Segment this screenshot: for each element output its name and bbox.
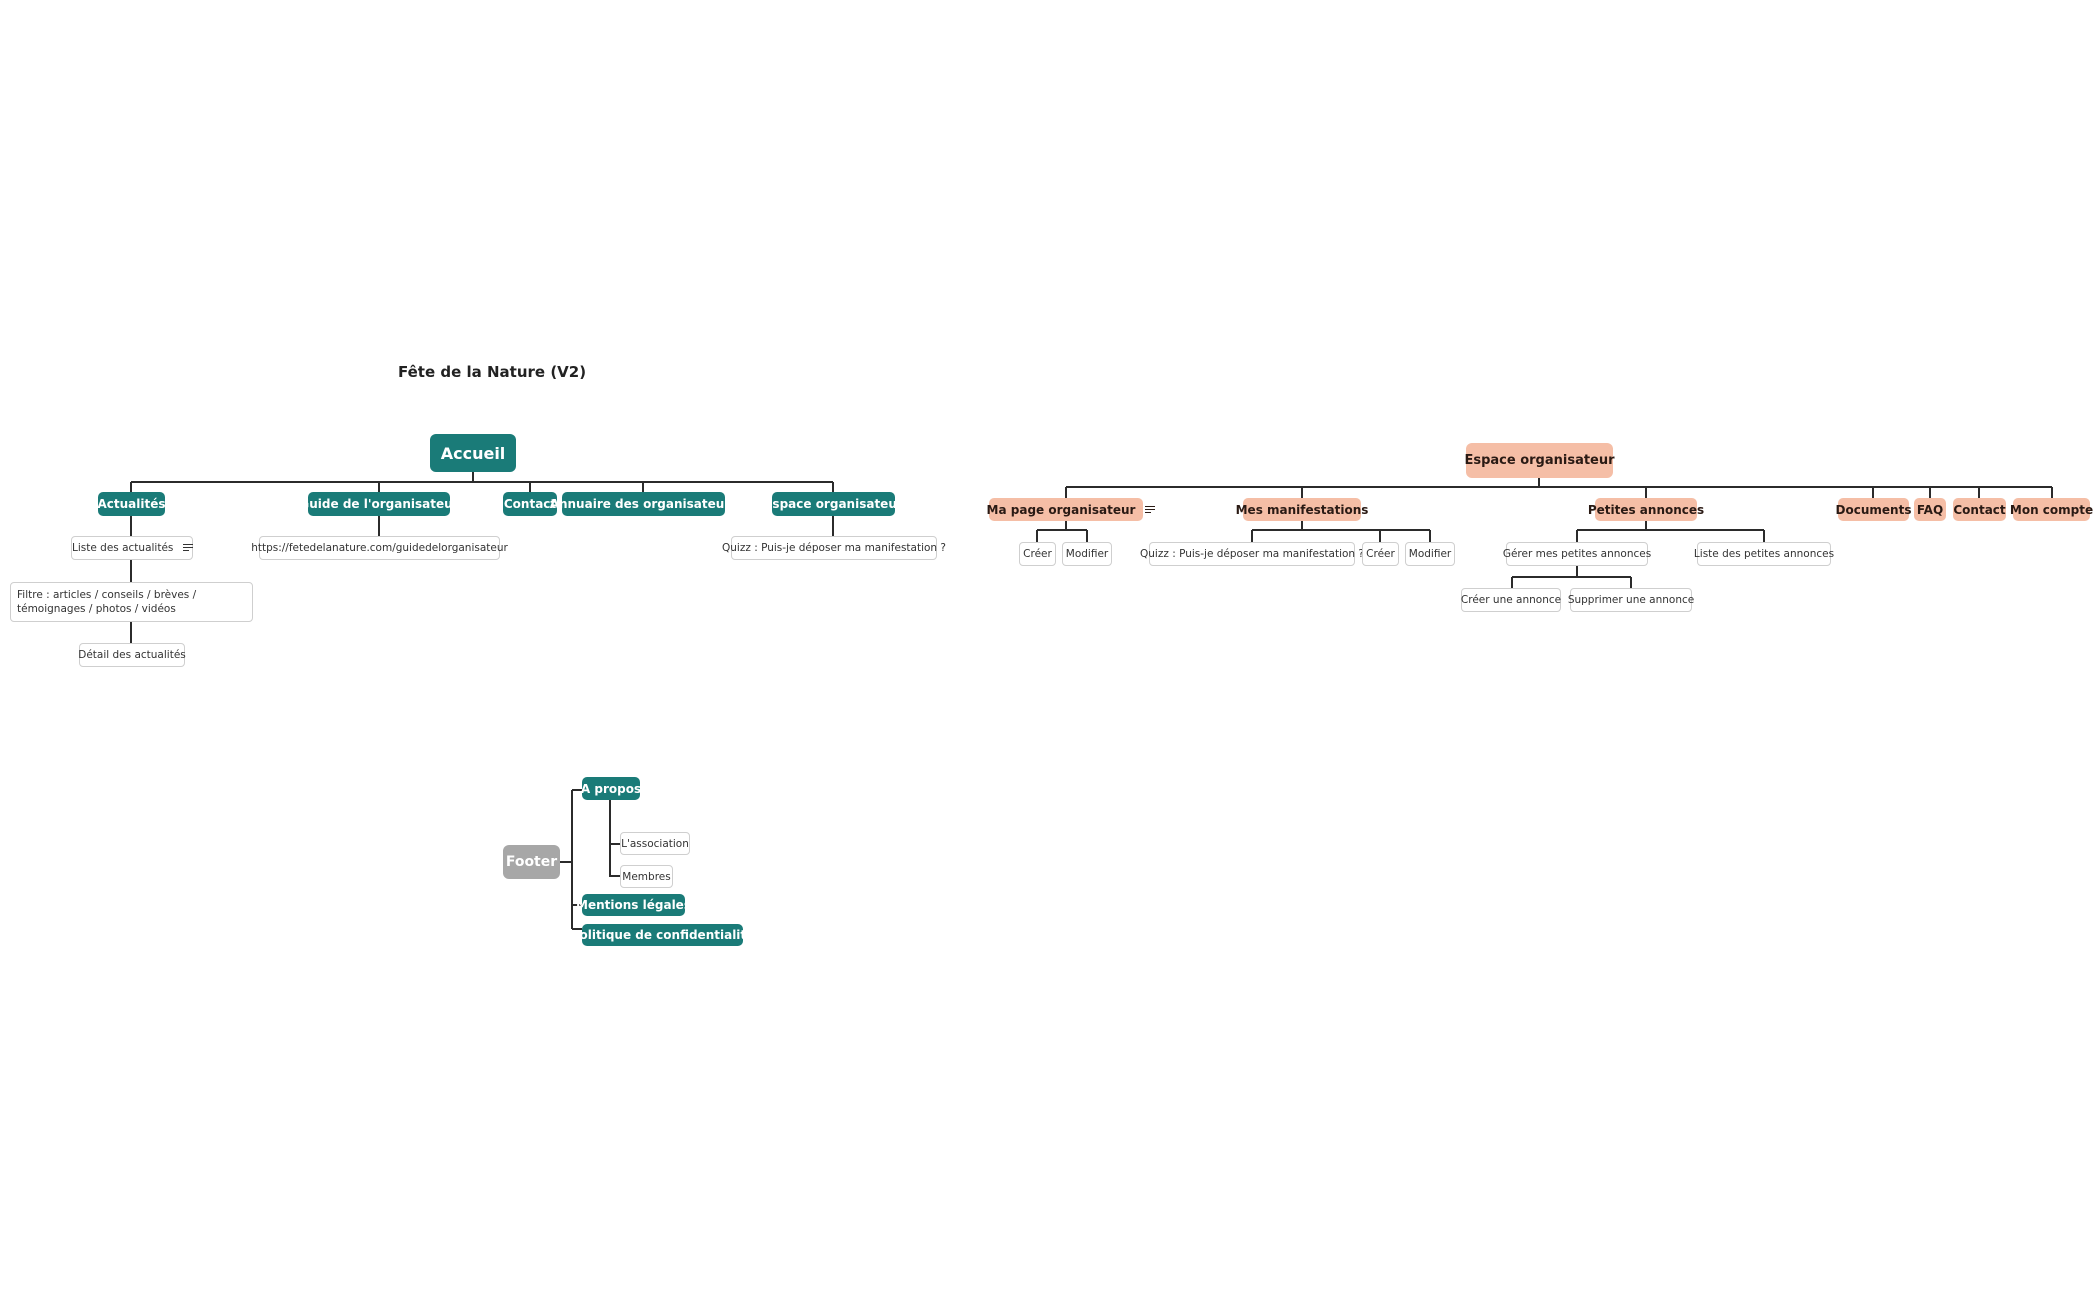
- notes-icon: [183, 544, 194, 552]
- diagram-title: Fête de la Nature (V2): [398, 363, 587, 381]
- leaf-filtre-label: Filtre : articles / conseils / brèves / …: [17, 589, 197, 615]
- leaf-supprimer-annonce[interactable]: Supprimer une annonce: [1567, 588, 1695, 612]
- node-guide-organisateur[interactable]: Guide de l'organisateur: [299, 492, 459, 516]
- leaf-liste-annonces-label: Liste des petites annonces: [1693, 548, 1835, 560]
- node-contact-label: Contact: [503, 497, 557, 511]
- node-documents-label: Documents: [1835, 502, 1912, 517]
- node-annuaire-organisateurs[interactable]: Annuaire des organisateurs: [550, 492, 737, 516]
- node-guide-organisateur-label: Guide de l'organisateur: [299, 497, 459, 511]
- node-mes-manifestations[interactable]: Mes manifestations: [1236, 498, 1368, 521]
- leaf-creer-annonce[interactable]: Créer une annonce: [1461, 588, 1561, 612]
- node-ma-page-organisateur[interactable]: Ma page organisateur: [986, 498, 1156, 521]
- leaf-detail-actualites-label: Détail des actualités: [78, 649, 186, 661]
- leaf-supprimer-annonce-label: Supprimer une annonce: [1567, 594, 1695, 606]
- node-mentions-legales[interactable]: Mentions légales: [576, 894, 691, 916]
- node-espace-organisateur[interactable]: Espace organisateur: [764, 492, 903, 516]
- node-contact-organisateur[interactable]: Contact: [1953, 498, 2006, 521]
- node-annuaire-organisateurs-label: Annuaire des organisateurs: [549, 497, 738, 511]
- leaf-liste-actualites-label: Liste des actualités: [72, 542, 174, 554]
- leaf-manif-creer[interactable]: Créer: [1362, 542, 1399, 566]
- leaf-creer-annonce-label: Créer une annonce: [1460, 594, 1562, 606]
- leaf-association-label: L'association: [621, 837, 689, 850]
- node-politique-confidentialite[interactable]: Politique de confidentialité: [571, 924, 754, 946]
- leaf-association[interactable]: L'association: [620, 832, 690, 855]
- node-footer[interactable]: Footer: [503, 845, 560, 879]
- node-petites-annonces-label: Petites annonces: [1587, 502, 1705, 517]
- node-ma-page-organisateur-label: Ma page organisateur: [986, 502, 1136, 517]
- node-mentions-legales-label: Mentions légales: [576, 898, 691, 912]
- leaf-liste-actualites[interactable]: Liste des actualités: [71, 536, 194, 560]
- node-espace-organisateur-root-label: Espace organisateur: [1464, 453, 1615, 468]
- leaf-liste-annonces[interactable]: Liste des petites annonces: [1693, 542, 1835, 566]
- leaf-manif-modifier[interactable]: Modifier: [1405, 542, 1455, 566]
- node-actualites[interactable]: Actualités: [97, 492, 166, 516]
- leaf-membres[interactable]: Membres: [620, 865, 673, 888]
- node-accueil-label: Accueil: [440, 443, 506, 463]
- leaf-manif-quizz[interactable]: Quizz : Puis-je déposer ma manifestation…: [1140, 542, 1364, 566]
- node-faq[interactable]: FAQ: [1914, 498, 1946, 521]
- node-contact[interactable]: Contact: [503, 492, 557, 516]
- leaf-quizz[interactable]: Quizz : Puis-je déposer ma manifestation…: [722, 536, 946, 560]
- node-a-propos[interactable]: A propos: [580, 777, 642, 800]
- leaf-guide-url-label: https://fetedelanature.com/guidedelorgan…: [251, 542, 508, 554]
- leaf-manif-modifier-label: Modifier: [1408, 548, 1452, 560]
- leaf-ma-page-creer[interactable]: Créer: [1019, 542, 1056, 566]
- node-mon-compte-label: Mon compte: [2009, 502, 2094, 517]
- leaf-gerer-annonces-label: Gérer mes petites annonces: [1502, 548, 1652, 560]
- node-documents[interactable]: Documents: [1835, 498, 1912, 521]
- leaf-detail-actualites[interactable]: Détail des actualités: [78, 643, 186, 667]
- node-espace-organisateur-label: Espace organisateur: [764, 497, 903, 511]
- leaf-guide-url[interactable]: https://fetedelanature.com/guidedelorgan…: [251, 536, 508, 560]
- node-actualites-label: Actualités: [97, 497, 166, 511]
- node-petites-annonces[interactable]: Petites annonces: [1588, 498, 1704, 521]
- node-espace-organisateur-root[interactable]: Espace organisateur: [1464, 443, 1615, 478]
- node-accueil[interactable]: Accueil: [430, 434, 516, 472]
- leaf-ma-page-modifier[interactable]: Modifier: [1062, 542, 1112, 566]
- node-mes-manifestations-label: Mes manifestations: [1235, 502, 1369, 517]
- leaf-gerer-annonces[interactable]: Gérer mes petites annonces: [1502, 542, 1652, 566]
- node-contact-organisateur-label: Contact: [1953, 502, 2006, 517]
- leaf-membres-label: Membres: [622, 870, 671, 883]
- node-mon-compte[interactable]: Mon compte: [2009, 498, 2094, 521]
- leaf-manif-creer-label: Créer: [1366, 548, 1395, 560]
- leaf-filtre[interactable]: Filtre : articles / conseils / brèves / …: [10, 582, 253, 622]
- leaf-ma-page-modifier-label: Modifier: [1065, 548, 1109, 560]
- leaf-manif-quizz-label: Quizz : Puis-je déposer ma manifestation…: [1140, 548, 1365, 560]
- node-politique-confidentialite-label: Politique de confidentialité: [570, 928, 755, 942]
- leaf-ma-page-creer-label: Créer: [1023, 548, 1052, 560]
- node-a-propos-label: A propos: [580, 781, 642, 796]
- node-faq-label: FAQ: [1916, 502, 1944, 517]
- leaf-quizz-label: Quizz : Puis-je déposer ma manifestation…: [722, 542, 947, 554]
- node-footer-label: Footer: [505, 854, 558, 870]
